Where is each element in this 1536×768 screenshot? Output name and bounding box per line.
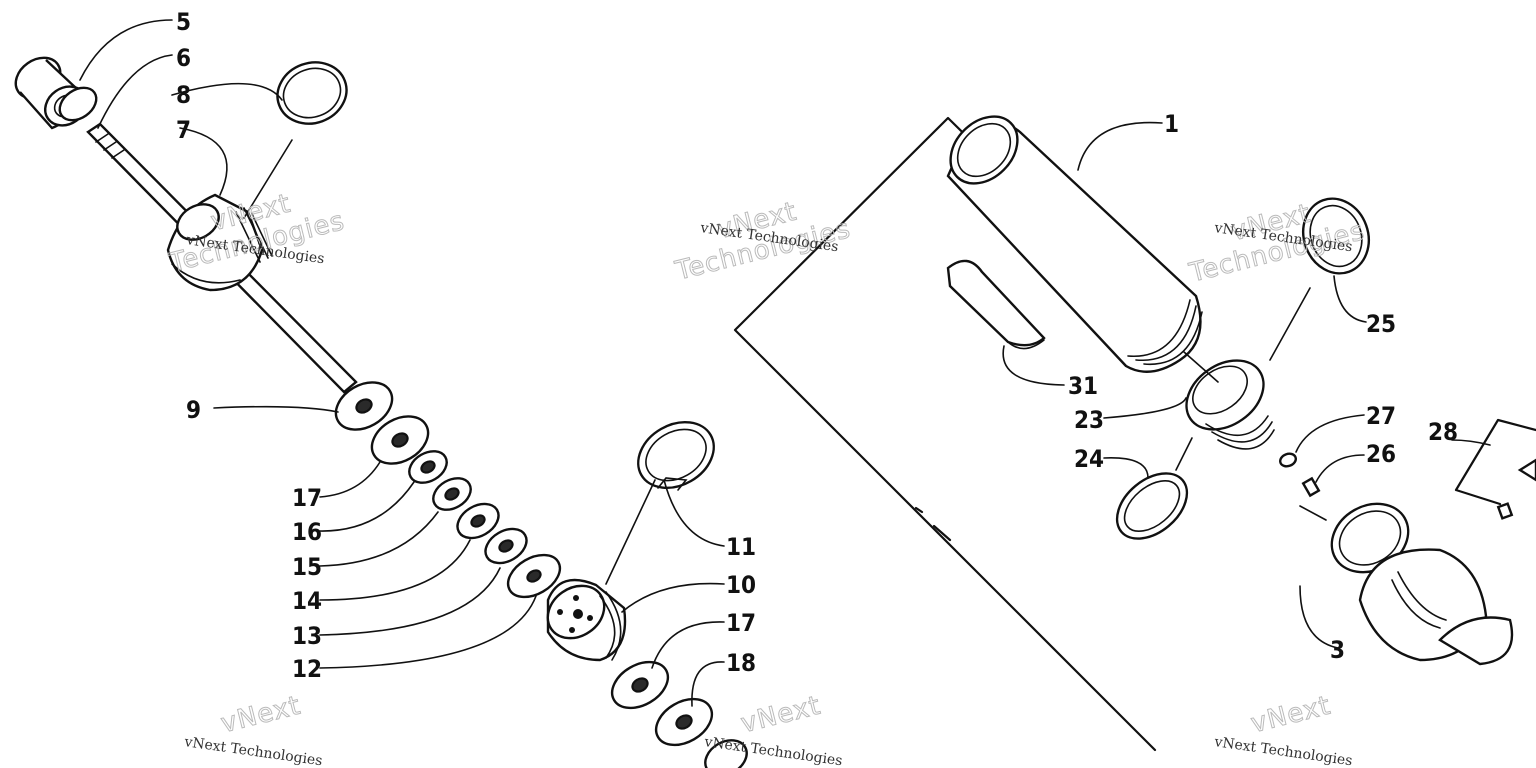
callout-7: 7 — [176, 116, 191, 144]
callout-5: 5 — [176, 8, 191, 36]
watermark-small-4: vNext Technologies — [182, 734, 323, 768]
part-1-cylinder — [946, 115, 1203, 373]
part-10-piston — [546, 578, 627, 662]
part-7-seal-head — [166, 193, 273, 292]
watermark-small-6: vNext Technologies — [1212, 734, 1353, 768]
part-5-bushing — [14, 56, 98, 130]
callout-8: 8 — [176, 81, 191, 109]
callout-12: 12 — [292, 655, 322, 683]
callout-28: 28 — [1428, 418, 1458, 446]
callout-10: 10 — [726, 571, 756, 599]
callout-23: 23 — [1074, 406, 1104, 434]
part-24-ring — [1115, 472, 1189, 540]
part-28-bracket — [1454, 418, 1536, 506]
shock-body-assembly — [733, 115, 1536, 752]
leader-lines — [79, 19, 1491, 707]
callout-14: 14 — [292, 587, 322, 615]
callout-16: 16 — [292, 518, 322, 546]
part-25-oring — [1302, 197, 1370, 275]
part-31-sleeve — [946, 259, 1046, 350]
callout-17a: 17 — [292, 484, 322, 512]
callout-25: 25 — [1366, 310, 1396, 338]
callout-17b: 17 — [726, 609, 756, 637]
watermark-big-9: vNext — [1248, 691, 1334, 740]
callout-3: 3 — [1330, 636, 1345, 664]
watermark-big-7: vNext — [218, 691, 304, 740]
callout-27: 27 — [1366, 402, 1396, 430]
callout-18: 18 — [726, 649, 756, 677]
callout-15: 15 — [292, 553, 322, 581]
part-8-oring — [276, 61, 348, 125]
callout-26: 26 — [1366, 440, 1396, 468]
callout-13: 13 — [292, 622, 322, 650]
part-23-cap — [1185, 359, 1275, 450]
part-3-end-cap — [1330, 502, 1514, 666]
part-27-small-oring — [1279, 452, 1297, 468]
watermark-big-8: vNext — [738, 691, 824, 740]
callout-11: 11 — [726, 533, 756, 561]
shock-shaft-assembly — [14, 56, 748, 768]
callout-1: 1 — [1164, 110, 1179, 138]
callout-9: 9 — [186, 396, 201, 424]
callout-6: 6 — [176, 44, 191, 72]
shim-stack — [334, 381, 562, 599]
lower-washers — [610, 660, 748, 768]
callout-24: 24 — [1074, 445, 1104, 473]
watermarks: vNext Technologies vNext Technologies vN… — [165, 188, 1368, 768]
part-11-piston-band — [637, 421, 715, 491]
callout-labels: 5 6 8 7 9 17 16 15 14 13 12 11 10 17 18 … — [176, 8, 1458, 683]
part-26-screw — [1301, 476, 1321, 498]
callout-31: 31 — [1068, 372, 1098, 400]
